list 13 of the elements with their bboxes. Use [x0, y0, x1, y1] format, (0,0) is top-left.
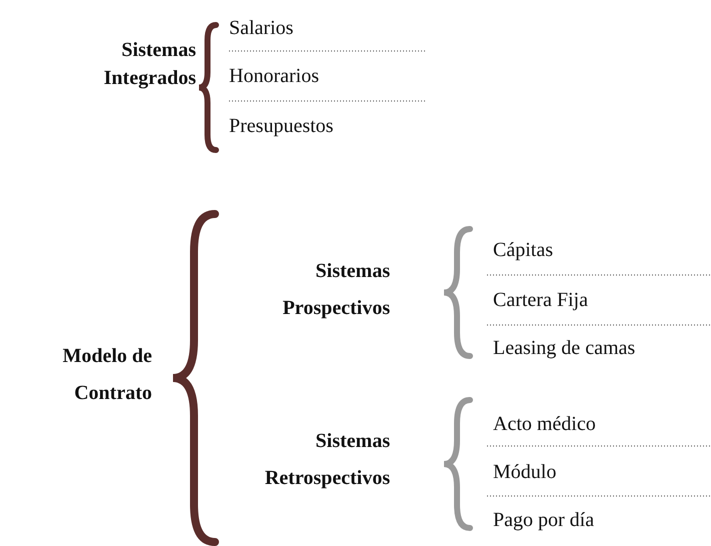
list-item: Módulo [493, 460, 556, 484]
list-item: Acto médico [493, 412, 596, 436]
list-item: Honorarios [229, 64, 319, 88]
list-item: Pago por día [493, 508, 594, 532]
list-item: Presupuestos [229, 114, 334, 138]
group-heading: Sistemas Prospectivos [282, 259, 390, 321]
group-heading: Sistemas Integrados [102, 38, 196, 91]
list-item: Cartera Fija [493, 288, 588, 312]
group-heading: Modelo de Contrato [62, 344, 152, 406]
list-item: Cápitas [493, 238, 553, 262]
list-item: Leasing de camas [493, 336, 636, 360]
list-item: Salarios [229, 16, 294, 40]
group-heading: Sistemas Retrospectivos [264, 429, 390, 491]
